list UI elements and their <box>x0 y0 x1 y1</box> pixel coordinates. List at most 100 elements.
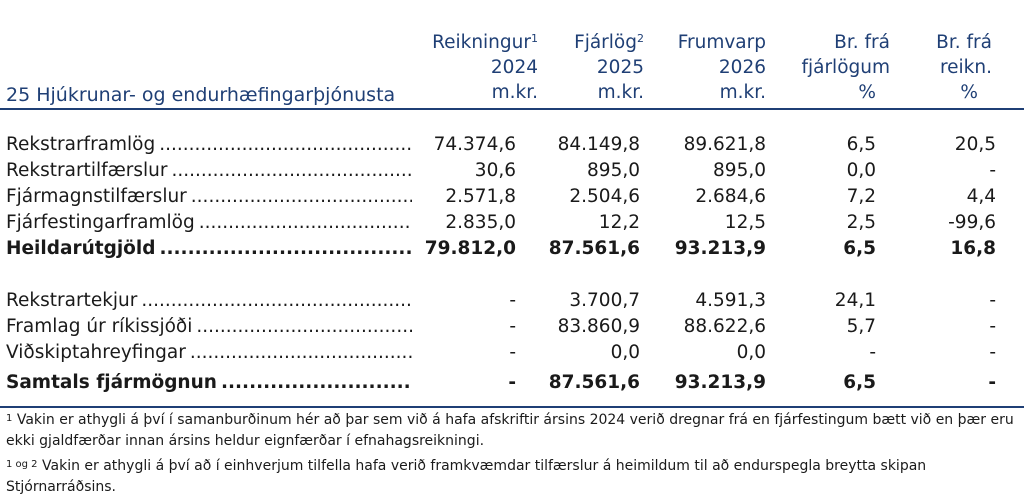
cell-br-fjarlogum: 2,5 <box>846 212 876 233</box>
column-header-br-reikn: Br. frá reikn. % <box>936 30 992 105</box>
cell-br-fjarlogum: 0,0 <box>846 160 876 181</box>
column-header-line2: 2024 <box>490 57 538 78</box>
cell-br-reikn: 4,4 <box>966 186 996 207</box>
cell-br-fjarlogum: 6,5 <box>846 134 876 155</box>
column-header-line3: % <box>960 82 978 103</box>
column-header-line1: Br. frá <box>834 32 890 53</box>
footnote-text: Vakin er athygli á því að í einhverjum t… <box>6 458 927 495</box>
cell-reikningur: 79.812,0 <box>424 238 516 259</box>
table-row: Rekstrartekjur..........................… <box>0 288 1024 314</box>
table-row: Rekstrartilfærslur......................… <box>0 158 1024 184</box>
cell-fjarlog: 87.561,6 <box>548 238 640 259</box>
cell-br-fjarlogum: 24,1 <box>834 290 876 311</box>
column-header-fjarlog: Fjárlög2 2025 m.kr. <box>574 30 644 105</box>
column-header-line1: Fjárlög <box>574 32 637 53</box>
cell-reikningur: 30,6 <box>474 160 516 181</box>
leader-dots: ........................................… <box>141 290 412 311</box>
column-header-line2: 2026 <box>718 57 766 78</box>
column-header-line1: Reikningur <box>432 32 531 53</box>
row-label-text: Fjárfestingarframlög <box>6 212 195 233</box>
footnote-2: 1 og 2 Vakin er athygli á því að í einhv… <box>6 456 1016 498</box>
cell-frumvarp: 4.591,3 <box>695 290 766 311</box>
cell-fjarlog: 2.504,6 <box>569 186 640 207</box>
footnote-mark: 1 og 2 <box>6 459 38 470</box>
cell-reikningur: 2.571,8 <box>445 186 516 207</box>
column-header-reikningur: Reikningur1 2024 m.kr. <box>432 30 538 105</box>
row-label: Viðskiptahreyfingar.....................… <box>6 340 412 366</box>
cell-br-reikn: 16,8 <box>950 238 996 259</box>
table-row: Fjármagnstilfærslur.....................… <box>0 184 1024 210</box>
cell-fjarlog: 895,0 <box>587 160 640 181</box>
table-row: Framlag úr ríkissjóði...................… <box>0 314 1024 340</box>
cell-frumvarp: 2.684,6 <box>695 186 766 207</box>
column-header-line2: fjárlögum <box>801 57 890 78</box>
cell-reikningur: 2.835,0 <box>445 212 516 233</box>
cell-reikningur: 74.374,6 <box>433 134 516 155</box>
leader-dots: ........................................… <box>171 160 413 181</box>
leader-dots: ........................................… <box>220 372 412 393</box>
footnote-1: 1 Vakin er athygli á því í samanburðinum… <box>6 410 1016 452</box>
table-bottom-divider <box>0 406 1024 408</box>
cell-br-reikn: - <box>988 372 996 393</box>
cell-reikningur: - <box>509 342 516 363</box>
table-row-total: Heildarútgjöld..........................… <box>0 236 1024 262</box>
cell-reikningur: - <box>509 316 516 337</box>
row-label: Rekstrartekjur..........................… <box>6 288 412 314</box>
row-label: Rekstrartilfærslur......................… <box>6 158 412 184</box>
cell-frumvarp: 88.622,6 <box>683 316 766 337</box>
cell-br-fjarlogum: 6,5 <box>843 372 876 393</box>
column-header-line3: m.kr. <box>597 82 644 103</box>
row-label: Rekstrarframlög.........................… <box>6 132 412 158</box>
cell-br-fjarlogum: 5,7 <box>846 316 876 337</box>
leader-dots: ........................................… <box>189 342 412 363</box>
footnote-mark: 2 <box>637 32 644 45</box>
row-label-text: Samtals fjármögnun <box>6 372 217 393</box>
table-row: Fjárfestingarframlög....................… <box>0 210 1024 236</box>
column-header-line3: m.kr. <box>719 82 766 103</box>
cell-frumvarp: 0,0 <box>736 342 766 363</box>
cell-frumvarp: 93.213,9 <box>674 372 766 393</box>
column-header-line1: Br. frá <box>936 32 992 53</box>
row-label-text: Heildarútgjöld <box>6 238 156 259</box>
leader-dots: ........................................… <box>196 316 412 337</box>
row-label-text: Rekstrartekjur <box>6 290 138 311</box>
row-label-text: Viðskiptahreyfingar <box>6 342 186 363</box>
column-header-line1: Frumvarp <box>677 32 766 53</box>
cell-frumvarp: 89.621,8 <box>683 134 766 155</box>
cell-frumvarp: 895,0 <box>713 160 766 181</box>
cell-fjarlog: 3.700,7 <box>569 290 640 311</box>
footnote-mark: 1 <box>6 413 13 424</box>
cell-br-reikn: 20,5 <box>954 134 996 155</box>
row-label: Samtals fjármögnun......................… <box>6 370 412 396</box>
leader-dots: ........................................… <box>159 238 412 259</box>
table-row: Rekstrarframlög.........................… <box>0 132 1024 158</box>
leader-dots: ........................................… <box>198 212 412 233</box>
cell-fjarlog: 0,0 <box>610 342 640 363</box>
table-title: 25 Hjúkrunar- og endurhæfingarþjónusta <box>6 84 396 106</box>
cell-br-reikn: - <box>989 342 996 363</box>
cell-br-fjarlogum: - <box>869 342 876 363</box>
cell-frumvarp: 12,5 <box>724 212 766 233</box>
table-row-total: Samtals fjármögnun......................… <box>0 370 1024 396</box>
row-label-text: Fjármagnstilfærslur <box>6 186 187 207</box>
footnote-text: Vakin er athygli á því í samanburðinum h… <box>6 412 1014 449</box>
table-row: Viðskiptahreyfingar.....................… <box>0 340 1024 366</box>
leader-dots: ........................................… <box>159 134 412 155</box>
column-header-line2: 2025 <box>596 57 644 78</box>
column-header-line3: m.kr. <box>491 82 538 103</box>
cell-br-reikn: - <box>989 290 996 311</box>
cell-reikningur: - <box>508 372 516 393</box>
footnote-mark: 1 <box>531 32 538 45</box>
cell-frumvarp: 93.213,9 <box>674 238 766 259</box>
cell-br-reikn: -99,6 <box>948 212 996 233</box>
row-label: Fjármagnstilfærslur.....................… <box>6 184 412 210</box>
row-label: Heildarútgjöld..........................… <box>6 236 412 262</box>
row-label: Fjárfestingarframlög....................… <box>6 210 412 236</box>
cell-br-reikn: - <box>989 160 996 181</box>
row-label: Framlag úr ríkissjóði...................… <box>6 314 412 340</box>
cell-reikningur: - <box>509 290 516 311</box>
row-label-text: Framlag úr ríkissjóði <box>6 316 193 337</box>
column-header-line2: reikn. <box>939 57 992 78</box>
header-divider <box>0 108 1024 110</box>
cell-br-fjarlogum: 6,5 <box>843 238 876 259</box>
